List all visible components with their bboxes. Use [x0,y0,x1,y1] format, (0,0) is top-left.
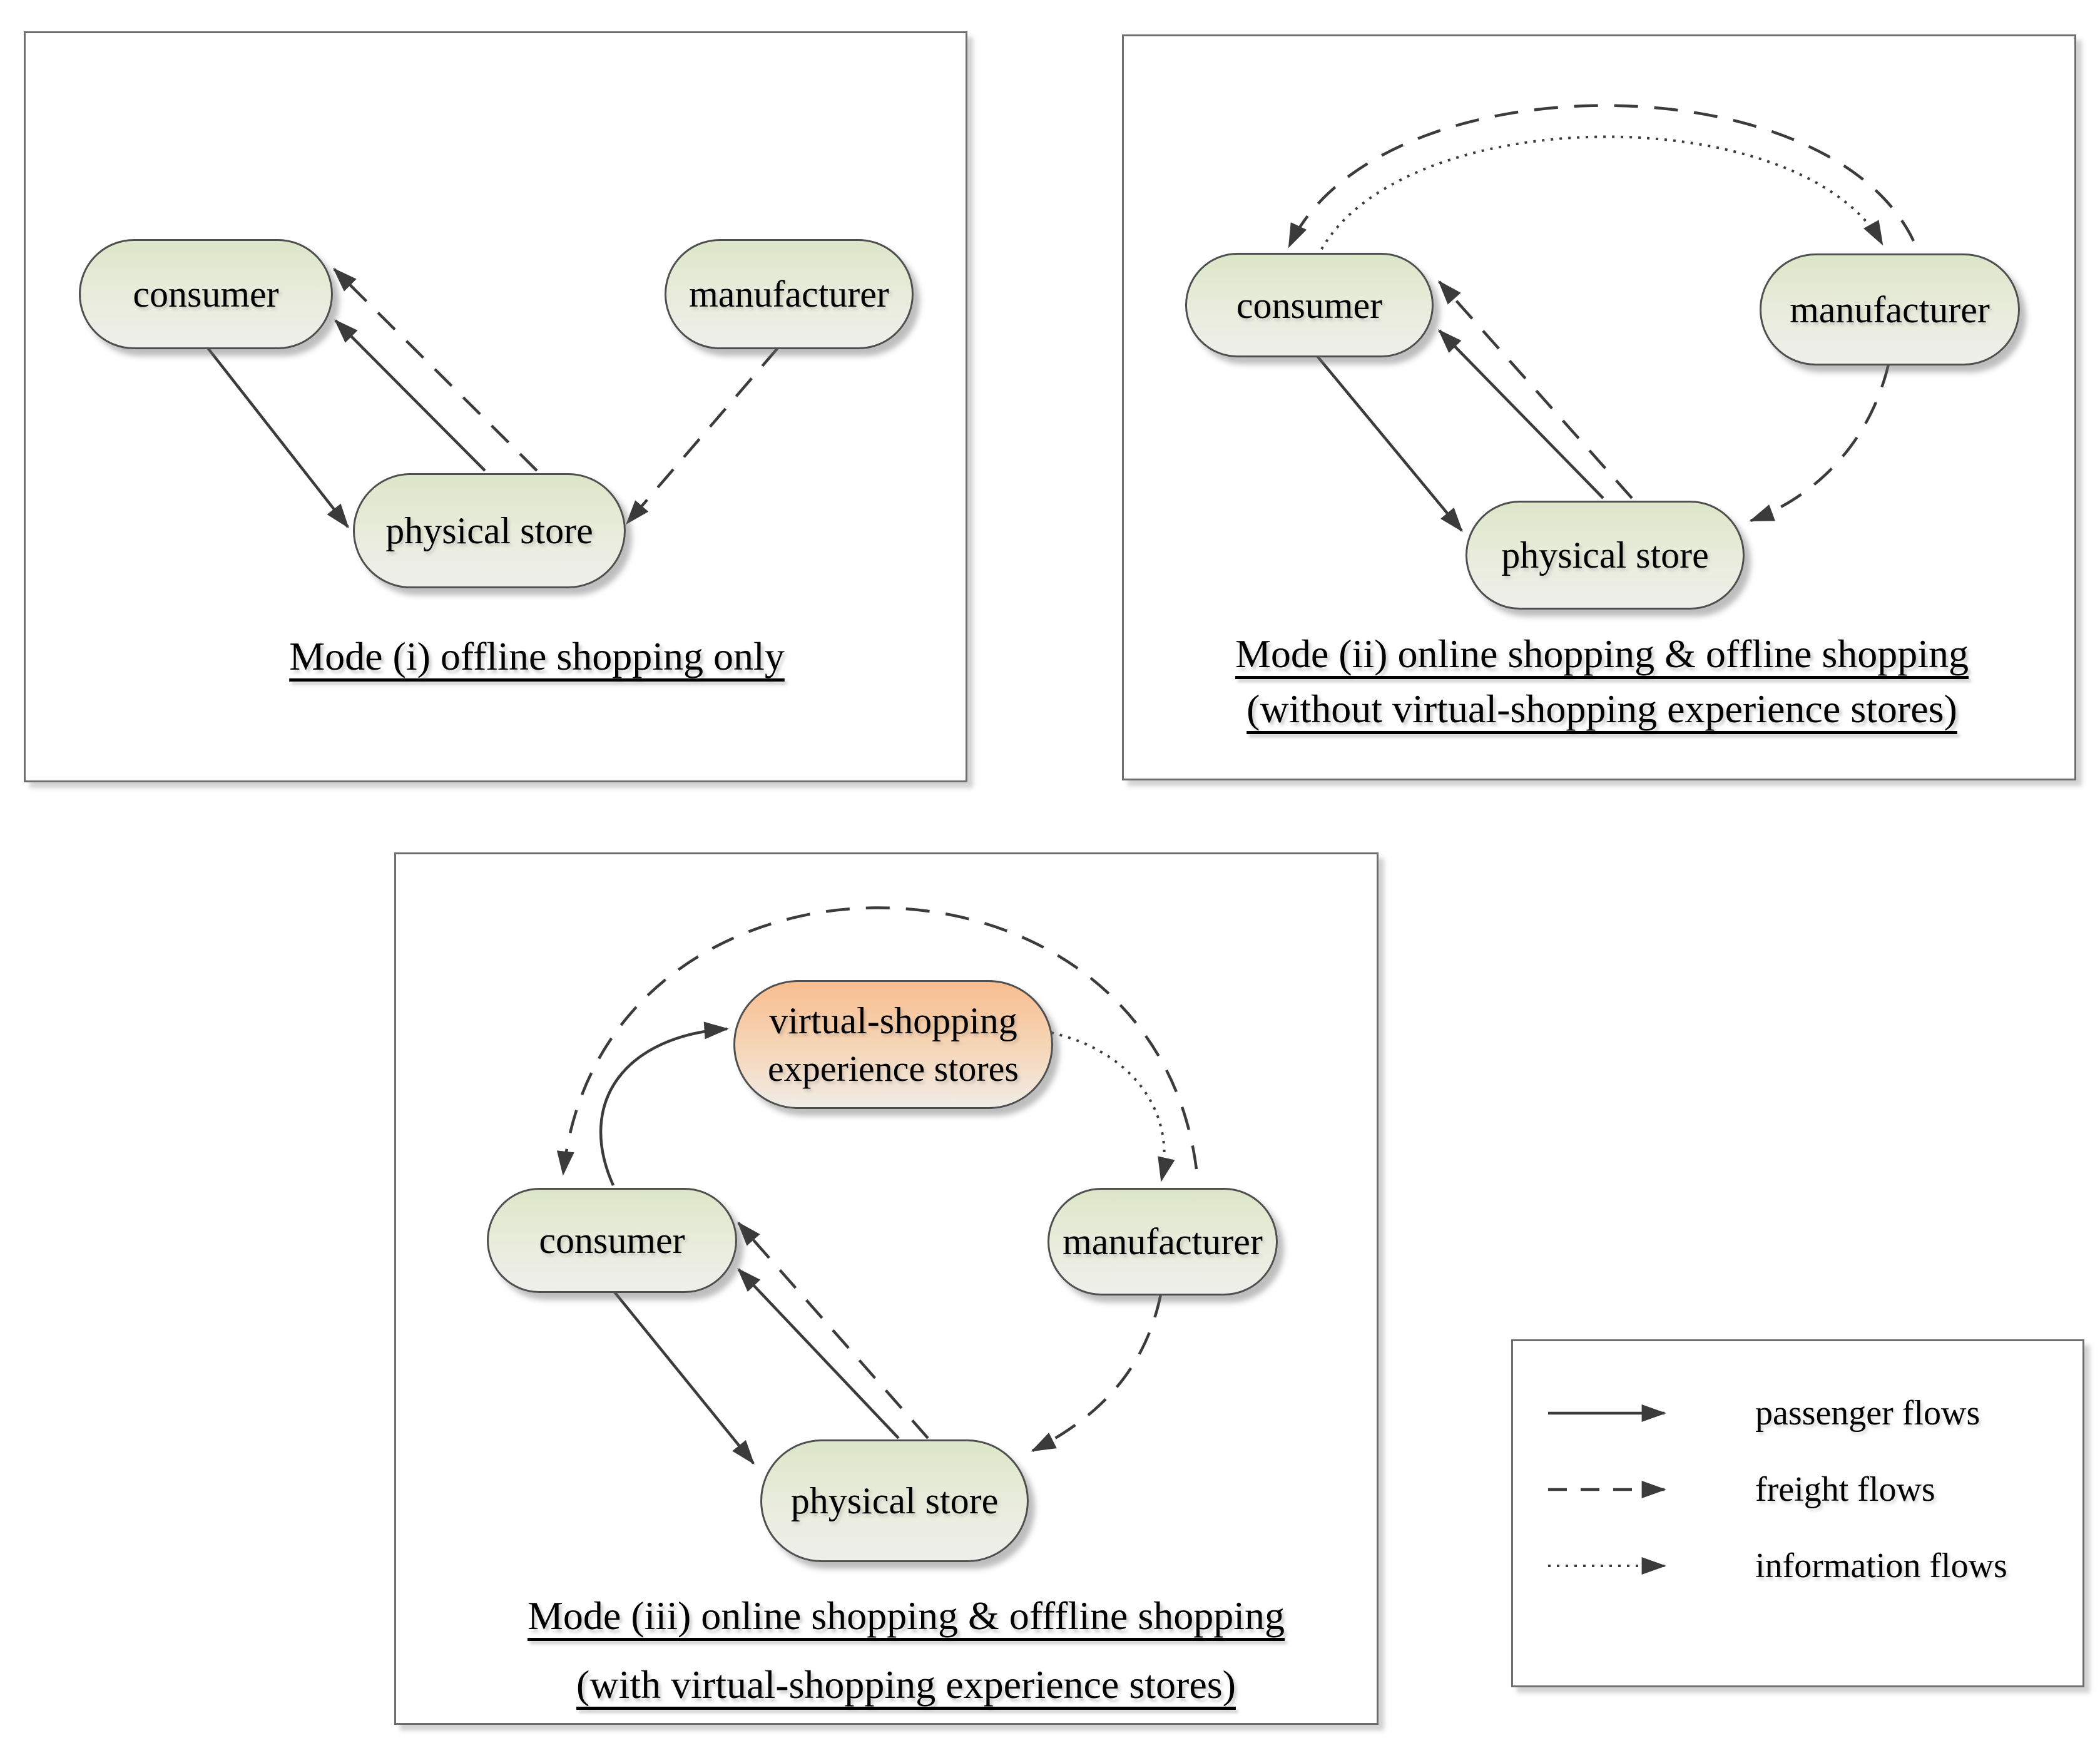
p1-manufacturer-label: manufacturer [689,273,889,315]
p1-consumer-node: consumer [79,239,333,349]
p3-virtual-store-label-line1: virtual-shopping [769,1000,1017,1042]
p2-manufacturer-label: manufacturer [1790,289,1990,330]
p2-physical-store-label: physical store [1501,534,1709,576]
legend-label-passenger: passenger flows [1755,1394,1980,1433]
p1-physical-store-label: physical store [385,510,593,551]
information-flow-line-icon [1548,1557,1666,1575]
legend-label-freight: freight flows [1755,1470,1935,1509]
legend-label-information: information flows [1755,1546,2007,1585]
p3-virtual-store-node: virtual-shopping experience stores [733,980,1053,1109]
p2-physical-store-node: physical store [1465,501,1745,610]
p2-caption-line1: Mode (ii) online shopping & offline shop… [1235,631,1969,676]
p1-physical-store-node: physical store [353,473,626,588]
p2-consumer-label: consumer [1236,284,1383,326]
legend-box [1511,1339,2084,1687]
legend-row-information: information flows [1546,1541,2007,1591]
passenger-flow-line-icon [1548,1404,1666,1422]
p3-caption-line2: (with virtual-shopping experience stores… [576,1662,1236,1707]
p3-virtual-store-label-line2: experience stores [768,1048,1019,1090]
legend-row-freight: freight flows [1546,1464,1935,1515]
p3-manufacturer-label: manufacturer [1063,1221,1263,1262]
p3-manufacturer-node: manufacturer [1047,1188,1278,1296]
p3-physical-store-label: physical store [790,1480,999,1521]
p1-consumer-label: consumer [133,273,279,315]
p2-caption-line2: (without virtual-shopping experience sto… [1246,687,1957,731]
p1-manufacturer-node: manufacturer [665,239,914,349]
p3-physical-store-node: physical store [760,1439,1029,1562]
p1-caption: Mode (i) offline shopping only [289,634,785,678]
p3-consumer-node: consumer [487,1188,737,1293]
p2-consumer-node: consumer [1185,253,1434,357]
p3-consumer-label: consumer [539,1220,685,1261]
p2-manufacturer-node: manufacturer [1760,253,2020,365]
freight-flow-line-icon [1548,1481,1666,1498]
legend-row-passenger: passenger flows [1546,1388,1980,1438]
p3-caption-line1: Mode (iii) online shopping & offfline sh… [528,1593,1285,1638]
